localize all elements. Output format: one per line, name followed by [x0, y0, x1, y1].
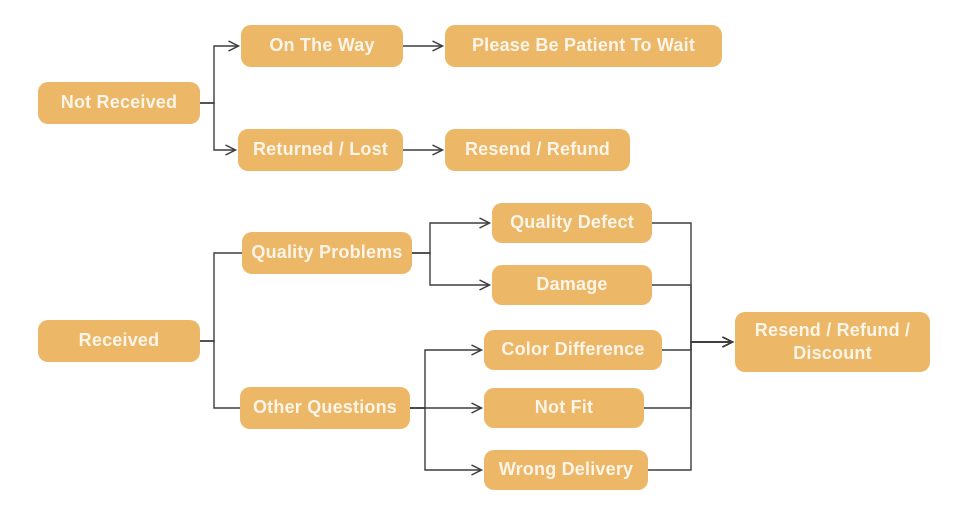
node-wrong-delivery: Wrong Delivery	[484, 450, 648, 490]
node-damage: Damage	[492, 265, 652, 305]
node-quality-defect: Quality Defect	[492, 203, 652, 243]
node-returned-lost: Returned / Lost	[238, 129, 403, 171]
node-other-questions: Other Questions	[240, 387, 410, 429]
node-not-fit: Not Fit	[484, 388, 644, 428]
node-resend-refund: Resend / Refund	[445, 129, 630, 171]
edge-quality-problems-to-damage	[412, 252, 492, 291]
edge-wrong-delivery-to-resend-refund-discount	[648, 336, 735, 471]
node-on-the-way: On The Way	[241, 25, 403, 67]
edge-not-received-to-returned-lost	[200, 102, 238, 156]
node-color-difference: Color Difference	[484, 330, 662, 370]
node-received: Received	[38, 320, 200, 362]
node-resend-refund-discount: Resend / Refund / Discount	[735, 312, 930, 372]
edge-other-questions-to-wrong-delivery	[410, 407, 484, 476]
edge-received-to-other-questions	[200, 340, 240, 409]
node-please-wait: Please Be Patient To Wait	[445, 25, 722, 67]
node-quality-problems: Quality Problems	[242, 232, 412, 274]
node-not-received: Not Received	[38, 82, 200, 124]
